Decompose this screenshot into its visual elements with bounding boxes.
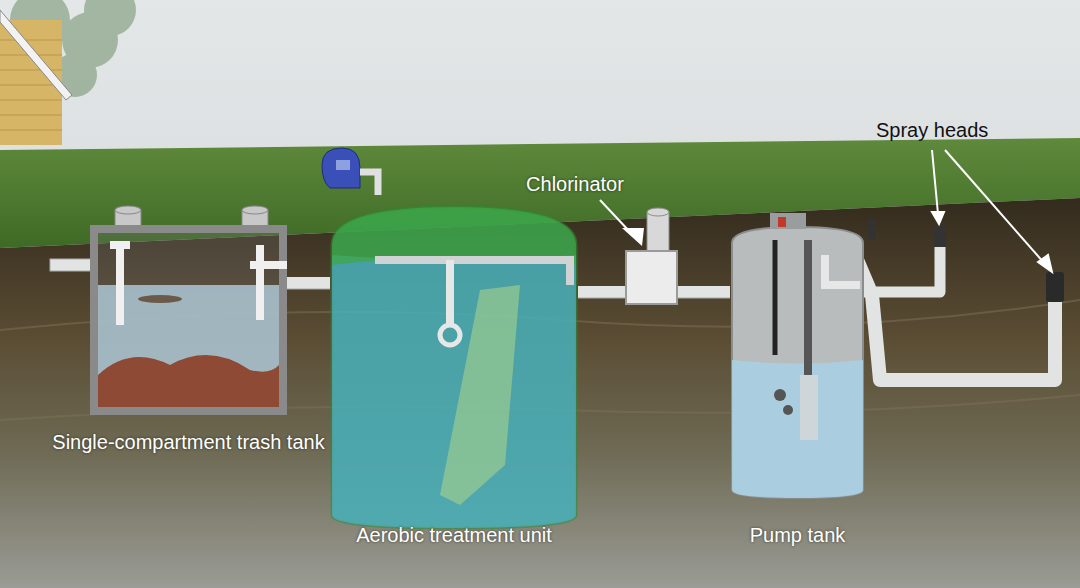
trash-tank-outline (90, 225, 287, 415)
pipe (287, 277, 330, 289)
part-label: Spray heads (876, 118, 988, 142)
spray-heads-leaders (932, 150, 1052, 272)
pipe-connector (578, 292, 625, 298)
pipe-shade (287, 289, 330, 290)
tank-label: Aerobic treatment unit (320, 523, 588, 547)
aerobic-tank-outline (330, 205, 578, 530)
inlet-pipe (50, 259, 95, 271)
pipe-shade (578, 298, 625, 299)
tank-label: Chlorinator (495, 172, 655, 196)
pipe-shade (678, 298, 730, 299)
trash-tank: Single-compartment trash tank (90, 225, 287, 415)
soil (0, 198, 1080, 588)
pipe-connector (287, 283, 330, 289)
aerobic-tank: Aerobic treatment unit (330, 205, 578, 530)
chlorinator-riser (647, 208, 669, 252)
spray-pipes (855, 245, 1055, 380)
pipe (678, 286, 730, 298)
pump-tank-outline (730, 225, 865, 500)
tank-label: Single-compartment trash tank (50, 430, 327, 454)
pipe-connector (678, 292, 730, 298)
pipe (578, 286, 625, 298)
tank-label: Pump tank (700, 523, 895, 547)
chlorinator-box-outline (625, 250, 678, 305)
spray-head-symbols (868, 220, 1064, 302)
air-blower (322, 148, 378, 195)
chlorinator-box: Chlorinator (625, 250, 678, 305)
pump-tank: Pump tank (730, 225, 865, 500)
trash-tank-risers (115, 206, 268, 226)
chlorinator-pointer (600, 200, 644, 246)
